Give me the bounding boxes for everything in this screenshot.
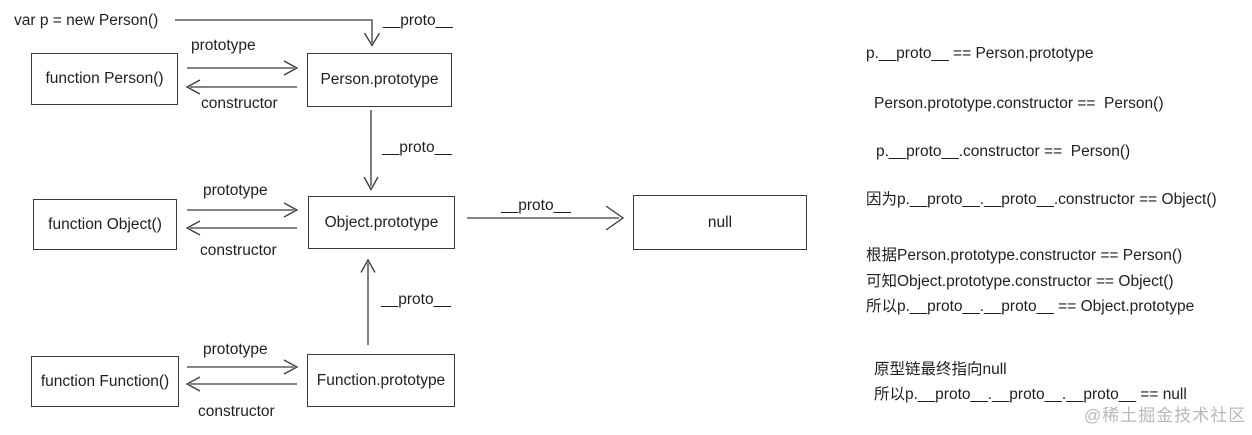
arrow-object-prototype-to-null — [467, 205, 625, 231]
prototype-label-person: prototype — [191, 37, 256, 54]
arrow-person-prototype-proto-down — [363, 110, 379, 191]
person-prototype-box: Person.prototype — [307, 53, 452, 107]
prototype-label-object: prototype — [203, 182, 268, 199]
constructor-label-object: constructor — [200, 242, 277, 259]
proto-label-function-object: __proto__ — [381, 291, 451, 308]
constructor-label-function: constructor — [198, 403, 275, 420]
proto-label-top: __proto__ — [383, 12, 453, 29]
arrow-function-prototype-proto-up — [360, 258, 376, 345]
arrow-p-proto-to-person-prototype — [175, 19, 381, 47]
note-line-3: p.__proto__.constructor == Person() — [876, 143, 1131, 160]
arrow-person-prototype-right — [187, 60, 299, 76]
arrow-object-constructor-left — [185, 220, 297, 236]
object-prototype-box: Object.prototype — [308, 196, 455, 249]
note-line-7: 所以p.__proto__.__proto__ == Object.protot… — [866, 298, 1195, 315]
prototype-label-function: prototype — [203, 341, 268, 358]
function-function-box: function Function() — [31, 356, 179, 407]
arrow-object-prototype-right — [187, 202, 299, 218]
function-object-box: function Object() — [33, 199, 177, 250]
proto-label-object-null: __proto__ — [501, 197, 571, 214]
constructor-label-person: constructor — [201, 95, 278, 112]
note-line-6: 可知Object.prototype.constructor == Object… — [866, 273, 1174, 290]
note-line-1: p.__proto__ == Person.prototype — [866, 45, 1094, 62]
note-line-4: 因为p.__proto__.__proto__.constructor == O… — [866, 191, 1217, 208]
note-line-5: 根据Person.prototype.constructor == Person… — [866, 247, 1183, 264]
note-line-9: 所以p.__proto__.__proto__.__proto__ == nul… — [874, 386, 1187, 403]
note-line-8: 原型链最终指向null — [874, 361, 1007, 378]
function-prototype-box: Function.prototype — [307, 354, 455, 407]
arrow-function-prototype-right — [187, 359, 299, 375]
null-box: null — [633, 195, 807, 250]
arrow-function-constructor-left — [185, 376, 297, 392]
note-line-2: Person.prototype.constructor == Person() — [874, 95, 1164, 112]
arrow-person-constructor-left — [185, 79, 297, 95]
proto-label-person-object: __proto__ — [382, 139, 452, 156]
function-person-box: function Person() — [31, 53, 178, 105]
var-declaration: var p = new Person() — [14, 12, 159, 29]
watermark: @稀土掘金技术社区 — [1084, 406, 1247, 425]
